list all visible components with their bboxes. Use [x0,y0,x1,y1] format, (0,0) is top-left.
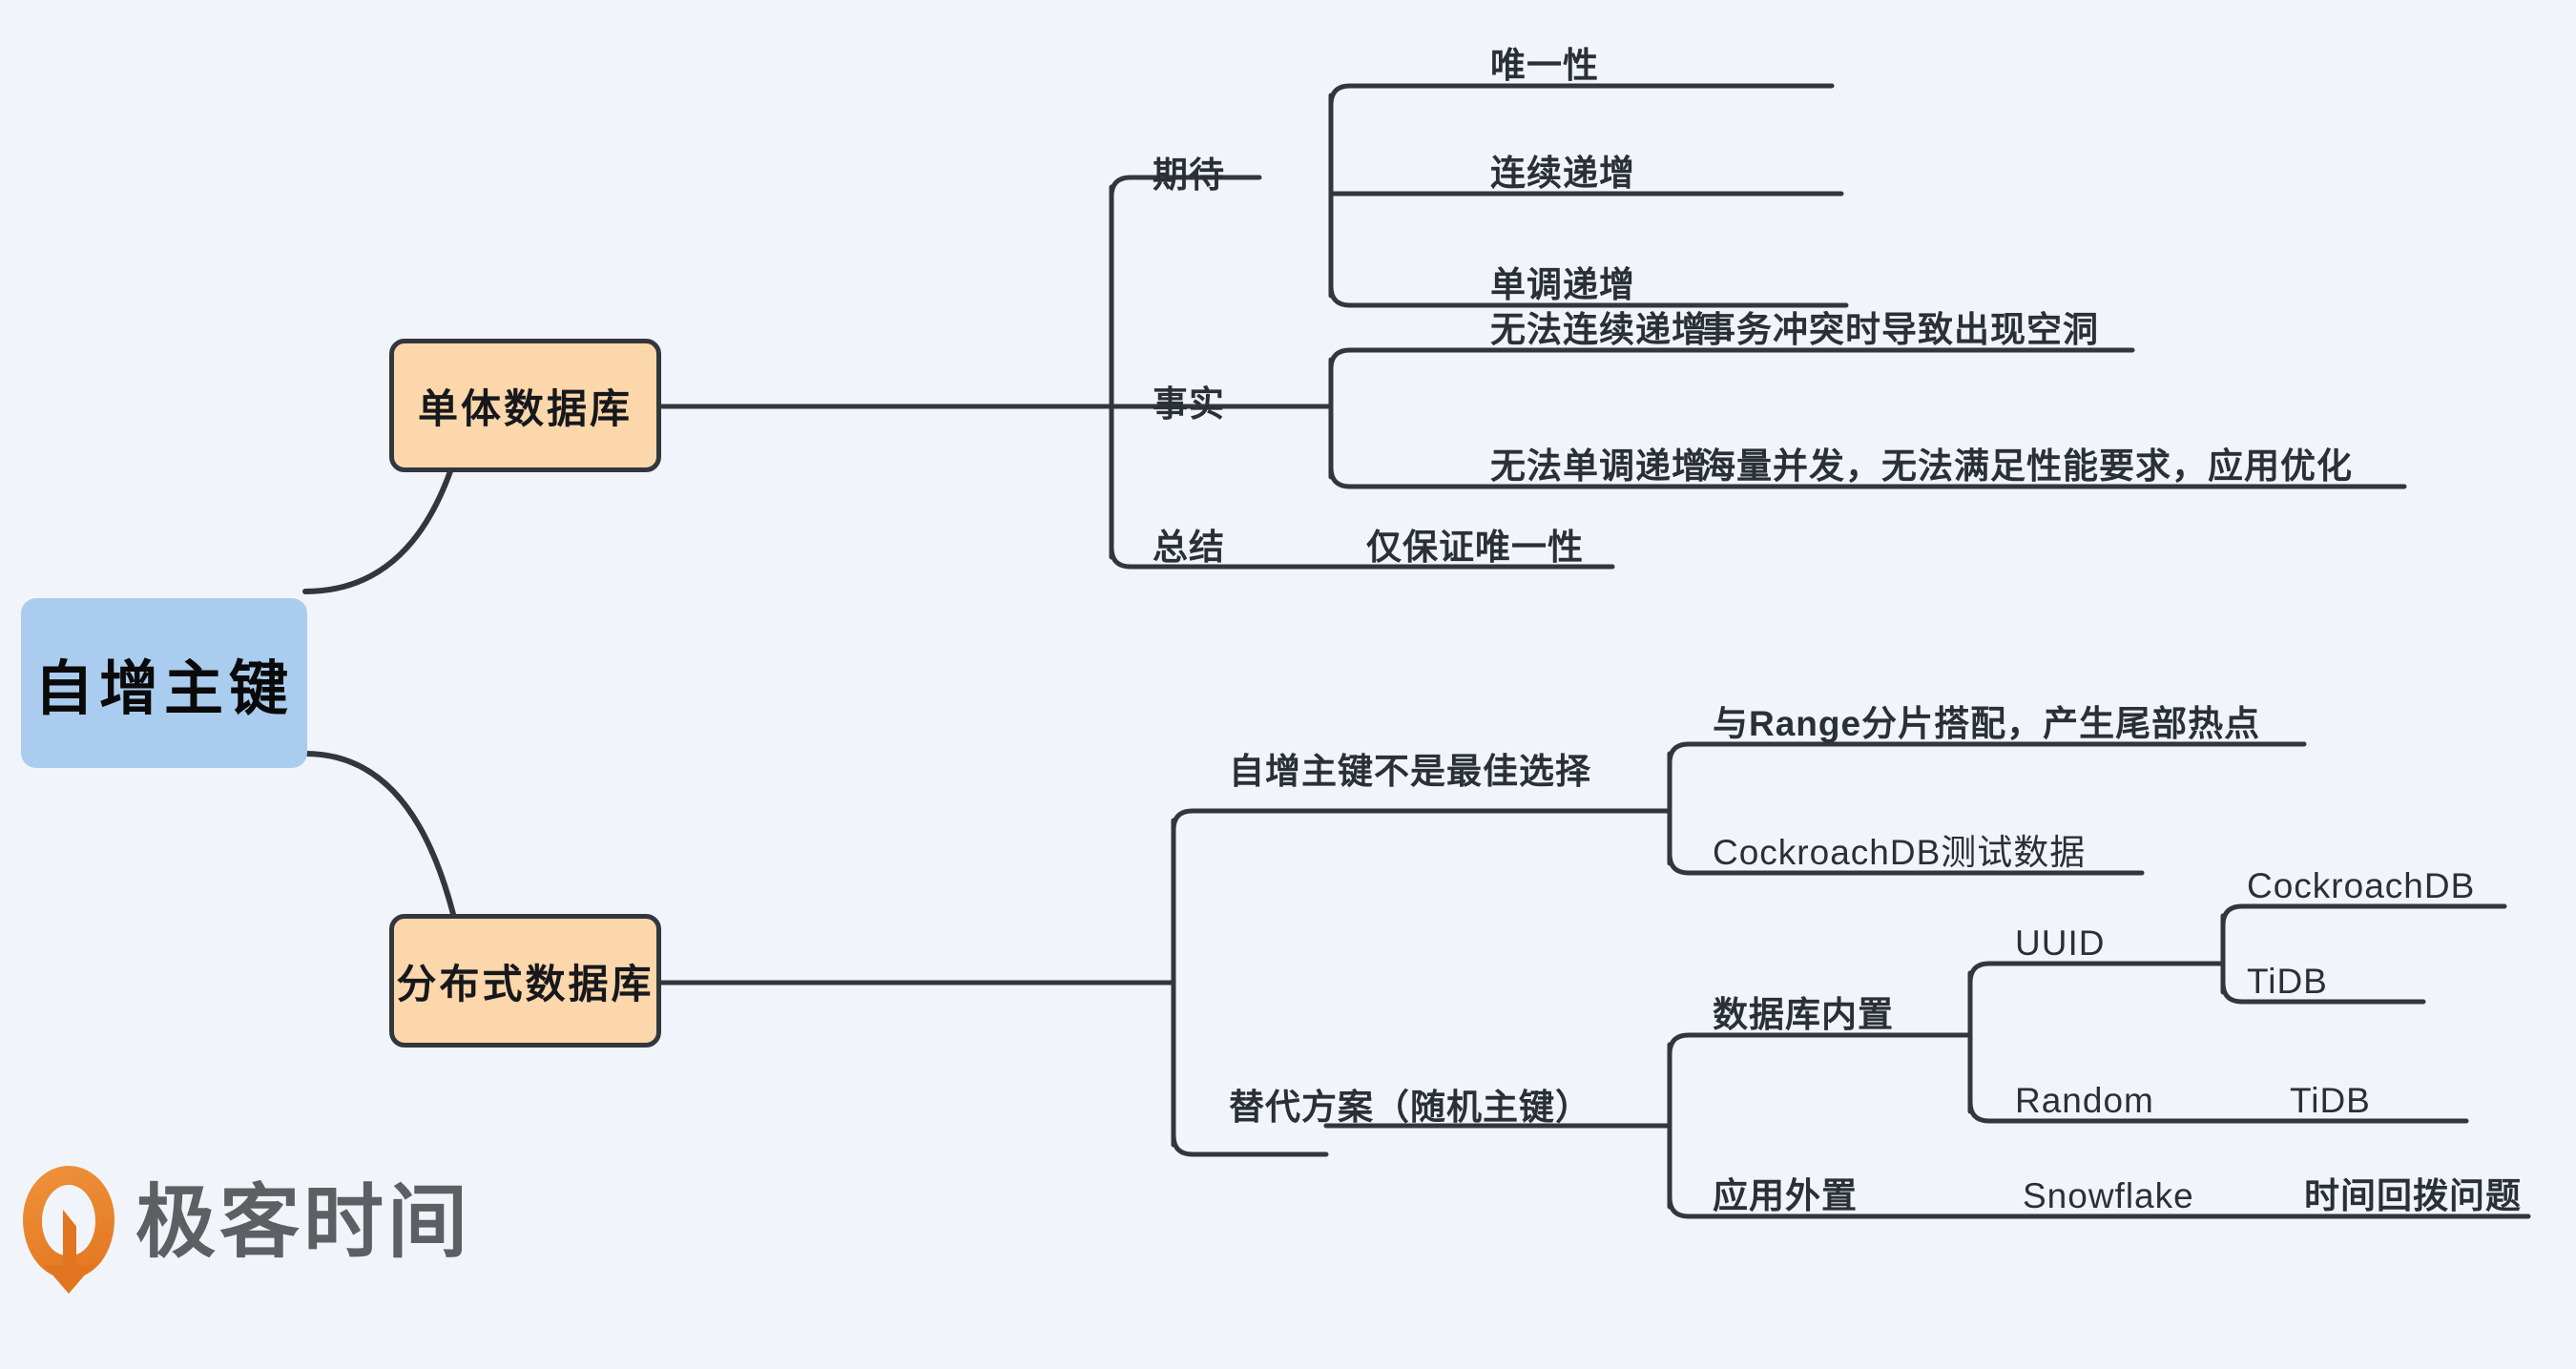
corner-builtin-top [1967,961,2111,985]
node-database-builtin[interactable]: 数据库内置 [1713,995,1894,1034]
corner-alt-top [1667,1032,1816,1057]
corner-uuid-top [2220,903,2407,928]
node-alternative-random-key[interactable]: 替代方案（随机主键） [1229,1088,1591,1127]
node-cannot-monotonic[interactable]: 无法单调递增 [1490,446,1708,486]
node-cockroachdb-test-data[interactable]: CockroachDB测试数据 [1713,833,2087,872]
node-uuid-cockroachdb[interactable]: CockroachDB [2247,866,2476,905]
node-random[interactable]: Random [2015,1081,2154,1120]
node-range-shard-hotspot[interactable]: 与Range分片搭配，产生尾部热点 [1713,704,2261,743]
node-uniqueness[interactable]: 唯一性 [1490,46,1599,85]
node-application-external[interactable]: 应用外置 [1713,1176,1858,1215]
corner-expect-top [1328,83,1486,108]
branch-node-distributed-database-label: 分布式数据库 [396,961,654,1006]
node-fact[interactable]: 事实 [1153,384,1225,424]
node-random-tidb[interactable]: TiDB [2290,1081,2371,1120]
geektime-pin-icon [23,1166,114,1278]
node-cannot-continuous[interactable]: 无法连续递增 [1490,310,1708,349]
corner-fact-top [1328,347,1486,372]
node-only-uniqueness[interactable]: 仅保证唯一性 [1366,528,1584,567]
node-clock-rollback-issue[interactable]: 时间回拨问题 [2304,1176,2522,1215]
corner-notbest-top [1667,741,1816,766]
node-uuid-tidb[interactable]: TiDB [2247,962,2328,1001]
root-node[interactable]: 自增主键 [21,598,307,768]
branch-node-single-database[interactable]: 单体数据库 [389,339,661,472]
node-expectation[interactable]: 期待 [1153,156,1225,195]
node-massive-concurrency[interactable]: 海量并发，无法满足性能要求，应用优化 [1700,446,2353,486]
node-summary[interactable]: 总结 [1153,528,1225,567]
node-continuous-increment[interactable]: 连续递增 [1490,154,1635,193]
branch-node-single-database-label: 单体数据库 [417,385,633,431]
node-autoincrement-not-best[interactable]: 自增主键不是最佳选择 [1229,752,1591,791]
pin-needle [63,1210,76,1269]
node-uuid[interactable]: UUID [2015,923,2106,963]
node-transaction-conflict-gap[interactable]: 事务冲突时导致出现空洞 [1700,310,2099,349]
geektime-watermark: 极客时间 [23,1166,471,1278]
corner-dist-top [1171,808,1329,833]
corner-expect-bot [1328,283,1486,308]
corner-fact-bot [1328,465,1486,489]
branch-node-distributed-database[interactable]: 分布式数据库 [389,914,661,1047]
node-monotonic-increment[interactable]: 单调递增 [1490,265,1635,304]
root-node-label: 自增主键 [33,656,294,722]
corner-dist-bot [1171,1132,1329,1157]
geektime-wordmark: 极客时间 [135,1177,472,1267]
node-snowflake[interactable]: Snowflake [2023,1176,2194,1215]
